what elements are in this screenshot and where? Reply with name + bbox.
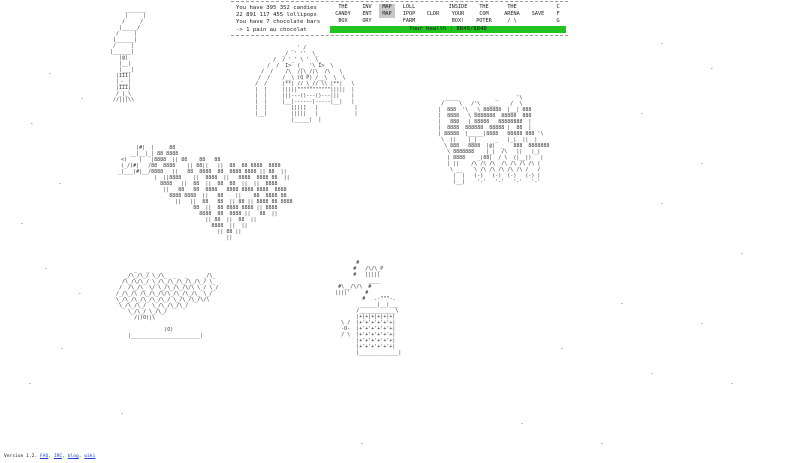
tab-label-box[interactable]: BOX — [338, 18, 348, 24]
wiki-link[interactable]: wiki — [84, 454, 96, 459]
map-mark: - — [660, 40, 664, 47]
map-mark: - — [710, 65, 714, 72]
tab-inventory[interactable]: INV — [362, 4, 372, 10]
map-mark: - — [740, 250, 744, 257]
map-mark: - — [120, 410, 124, 417]
health-bar: Your health : 8840/8840 — [330, 26, 566, 33]
tab-the-arena[interactable]: THE — [507, 4, 517, 10]
tab-save[interactable]: SAVE — [531, 11, 545, 17]
ascii-tower-left[interactable]: _______ | | / / |_____/ / | |______| / |… — [110, 7, 147, 103]
tab-label-ory[interactable]: ORY — [362, 18, 372, 24]
tab-cauldron[interactable]: CLDR — [426, 11, 440, 17]
map-mark: - — [730, 380, 734, 387]
tab-label-your[interactable]: YOUR — [451, 11, 465, 17]
tab-label-map[interactable]: MAP — [379, 11, 395, 18]
tab-label-arena-roof[interactable]: / \ — [507, 18, 517, 24]
map-mark: - — [48, 70, 52, 77]
hud-top-border — [231, 1, 568, 2]
ascii-village[interactable]: # # /\/\_P # ||||| ____ #\__/\/\ # ||||'… — [335, 260, 402, 356]
tab-label-farm[interactable]: FARM — [402, 18, 416, 24]
tab-label-ent[interactable]: ENT — [362, 11, 372, 17]
irc-link[interactable]: IRC — [53, 454, 63, 459]
ascii-lake-island[interactable]: _____ _ '\ / \ /'\ ___ / \ | 888 '\ _\ 8… — [438, 95, 550, 185]
map-mark: - — [80, 95, 84, 102]
map-mark: - — [360, 440, 364, 447]
lollipops-count: 22 891 117 455 lollipops — [236, 12, 317, 18]
tab-label-poter[interactable]: POTER — [476, 18, 492, 24]
ascii-forest[interactable]: |#| | 88 __|__|_| 88 8888 <) | |8888 || … — [118, 145, 293, 241]
candies-count: You have 395 352 candies — [236, 5, 317, 11]
tab-label-f[interactable]: F — [556, 11, 560, 17]
hud-bottom-border — [231, 35, 568, 36]
map-mark: - — [600, 440, 604, 447]
version-label: Version 1.2. — [4, 454, 38, 459]
map-mark: - — [700, 160, 704, 167]
map-mark: - — [620, 300, 624, 307]
ascii-castle[interactable]: _ ' / _/ ' '' \_ / / '_' \ ' \_ / / I> (… — [255, 45, 358, 123]
tab-label-g[interactable]: G — [556, 18, 560, 24]
tab-label-ipop[interactable]: IPOP — [402, 11, 416, 17]
chocolate-count: You have 7 chocolate bars — [236, 19, 321, 25]
footer: Version 1.2. FAQ, IRC, blog, wiki — [4, 454, 96, 459]
tab-label-candy[interactable]: CANDY — [335, 11, 351, 17]
map-mark: - — [30, 120, 34, 127]
tab-the-computer[interactable]: THE — [479, 4, 489, 10]
tab-label-arena[interactable]: ARENA — [504, 11, 520, 17]
tab-inside-your-box[interactable]: INSIDE — [448, 4, 468, 10]
map-mark: - — [640, 110, 644, 117]
map-mark: - — [120, 78, 124, 85]
tab-lollipop-farm[interactable]: LOLL — [402, 4, 416, 10]
tab-map[interactable]: MAP — [379, 4, 395, 11]
map-mark: - — [44, 265, 48, 272]
blog-link[interactable]: blog — [67, 454, 79, 459]
map-mark: - — [60, 345, 64, 352]
faq-link[interactable]: FAQ — [39, 454, 49, 459]
map-mark: - — [700, 320, 704, 327]
map-mark: - — [650, 370, 654, 377]
tab-label-com[interactable]: COM — [479, 11, 489, 17]
map-mark: - — [28, 380, 32, 387]
tab-the-candy-box[interactable]: THE — [338, 4, 348, 10]
pain-au-chocolat-count: -> 1 pain au chocolat — [236, 27, 307, 33]
map-mark: - — [560, 345, 564, 352]
map-mark: - — [660, 200, 664, 207]
status-panel: You have 395 352 candies 22 891 117 455 … — [231, 0, 568, 37]
tab-cfg[interactable]: C — [556, 4, 560, 10]
map-mark: - — [520, 420, 524, 427]
tab-label-box2[interactable]: BOX! — [451, 18, 465, 24]
map-mark: - — [58, 180, 62, 187]
map-mark: - — [78, 290, 82, 297]
ascii-desert[interactable]: _ _ _/\_/\_/ \_/\_ _ _ _/\_ /\_/\/\_/ \_… — [116, 267, 219, 339]
map-mark: - — [20, 220, 24, 227]
